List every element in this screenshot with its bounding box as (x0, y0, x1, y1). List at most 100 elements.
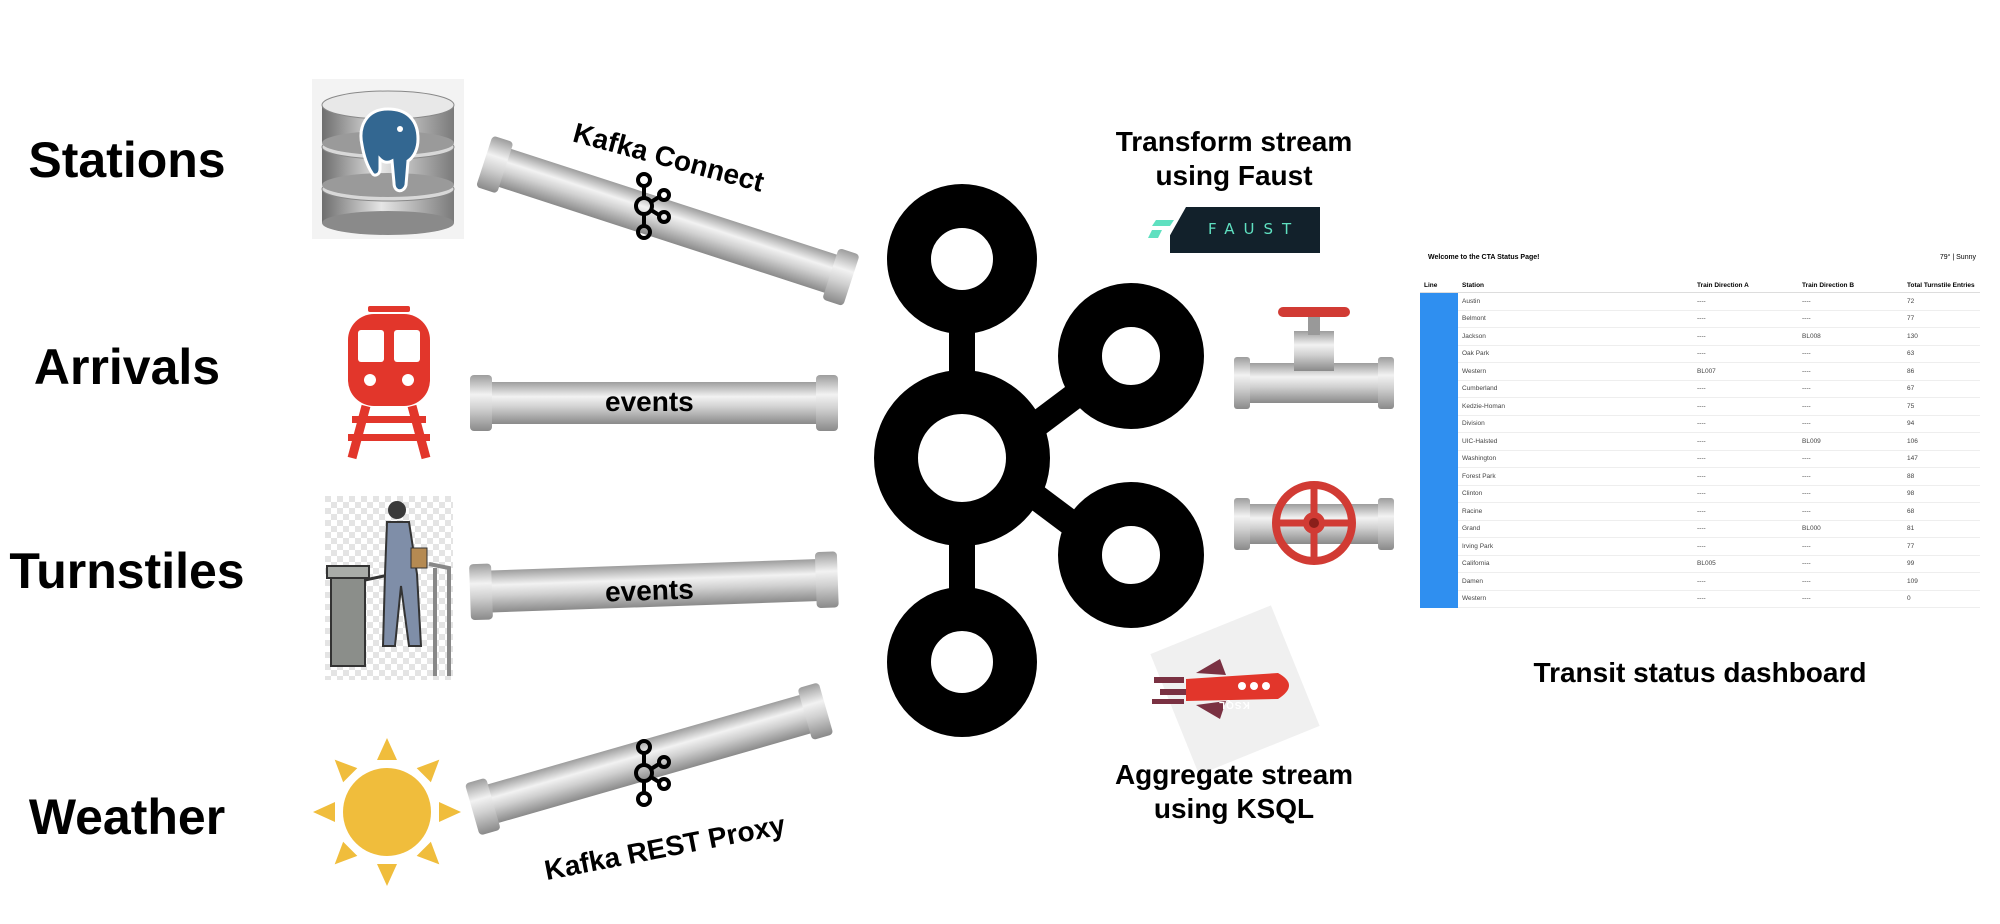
line-cell (1420, 555, 1458, 573)
turnstile-entries-cell: 0 (1903, 590, 1980, 608)
dashboard-table-header: Line Station Train Direction A Train Dir… (1420, 278, 1980, 293)
kafka-logo-icon (874, 184, 1204, 737)
direction-b-cell: ---- (1798, 397, 1903, 416)
direction-a-cell: ---- (1693, 450, 1798, 468)
line-cell (1420, 502, 1458, 521)
direction-a-cell: ---- (1693, 327, 1798, 346)
station-cell: Belmont (1458, 310, 1693, 328)
turnstile-entries-cell: 88 (1903, 467, 1980, 486)
station-cell: Grand (1458, 520, 1693, 538)
turnstile-entries-cell: 77 (1903, 537, 1980, 556)
line-cell (1420, 450, 1458, 468)
pipe-valve-icon (1234, 307, 1394, 409)
direction-b-cell: ---- (1798, 450, 1903, 468)
line-cell (1420, 590, 1458, 608)
column-header-line: Line (1420, 278, 1458, 293)
table-row: Damen--------109 (1420, 572, 1980, 591)
column-header-station: Station (1458, 278, 1693, 293)
direction-b-cell: ---- (1798, 572, 1903, 591)
table-row: Washington--------147 (1420, 450, 1980, 468)
faust-mark-icon (1146, 207, 1186, 253)
pipe-label-turnstiles-events: events (604, 573, 695, 608)
line-cell (1420, 485, 1458, 503)
direction-b-cell: ---- (1798, 415, 1903, 433)
line-cell (1420, 362, 1458, 381)
direction-a-cell: ---- (1693, 397, 1798, 416)
sun-icon (313, 738, 461, 886)
train-icon (347, 306, 431, 460)
column-header-turnstile-entries: Total Turnstile Entries (1903, 278, 1980, 293)
turnstile-entries-cell: 72 (1903, 292, 1980, 311)
direction-b-cell: ---- (1798, 555, 1903, 573)
direction-a-cell: ---- (1693, 537, 1798, 556)
station-cell: Austin (1458, 292, 1693, 311)
table-row: Division--------94 (1420, 415, 1980, 433)
faust-logo: FAUST (1146, 207, 1320, 253)
table-row: Oak Park--------63 (1420, 345, 1980, 363)
station-cell: Washington (1458, 450, 1693, 468)
line-cell (1420, 432, 1458, 451)
direction-a-cell: ---- (1693, 520, 1798, 538)
station-cell: Jackson (1458, 327, 1693, 346)
transit-status-dashboard: Welcome to the CTA Status Page! 79° | Su… (1420, 248, 1980, 618)
line-cell (1420, 520, 1458, 538)
table-row: Austin--------72 (1420, 292, 1980, 311)
turnstile-entries-cell: 106 (1903, 432, 1980, 451)
source-label-weather: Weather (28, 789, 226, 845)
dashboard-caption: Transit status dashboard (1533, 657, 1867, 688)
line-cell (1420, 327, 1458, 346)
faust-logo-text: FAUST (1208, 220, 1301, 238)
turnstile-entries-cell: 63 (1903, 345, 1980, 363)
line-cell (1420, 415, 1458, 433)
station-cell: Forest Park (1458, 467, 1693, 486)
kafka-small-icon-connect (634, 172, 671, 240)
direction-a-cell: ---- (1693, 467, 1798, 486)
source-label-arrivals: Arrivals (33, 339, 221, 395)
turnstile-entries-cell: 68 (1903, 502, 1980, 521)
direction-b-cell: ---- (1798, 345, 1903, 363)
table-row: Kedzie-Homan--------75 (1420, 397, 1980, 416)
ksql-caption-line1: Aggregate stream (1114, 759, 1354, 790)
direction-b-cell: BL000 (1798, 520, 1903, 538)
table-row: Cumberland--------67 (1420, 380, 1980, 398)
station-cell: Oak Park (1458, 345, 1693, 363)
table-row: Western--------0 (1420, 590, 1980, 608)
direction-b-cell: ---- (1798, 362, 1903, 381)
faust-caption-line1: Transform stream (1115, 126, 1353, 157)
turnstile-entries-cell: 77 (1903, 310, 1980, 328)
table-row: Clinton--------98 (1420, 485, 1980, 503)
column-header-direction-b: Train Direction B (1798, 278, 1903, 293)
turnstile-entries-cell: 130 (1903, 327, 1980, 346)
turnstile-entries-cell: 98 (1903, 485, 1980, 503)
turnstile-entries-cell: 86 (1903, 362, 1980, 381)
direction-a-cell: ---- (1693, 590, 1798, 608)
dashboard-table: Line Station Train Direction A Train Dir… (1420, 278, 1980, 608)
direction-b-cell: ---- (1798, 485, 1903, 503)
source-label-turnstiles: Turnstiles (9, 543, 245, 599)
table-row: Irving Park--------77 (1420, 537, 1980, 556)
station-cell: Kedzie-Homan (1458, 397, 1693, 416)
line-cell (1420, 380, 1458, 398)
direction-b-cell: BL009 (1798, 432, 1903, 451)
station-cell: Clinton (1458, 485, 1693, 503)
table-row: Forest Park--------88 (1420, 467, 1980, 486)
dashboard-header: Welcome to the CTA Status Page! (1428, 254, 1540, 261)
line-cell (1420, 292, 1458, 311)
ksql-caption: Aggregate stream using KSQL (1074, 758, 1394, 826)
direction-b-cell: BL008 (1798, 327, 1903, 346)
direction-a-cell: ---- (1693, 432, 1798, 451)
direction-b-cell: ---- (1798, 467, 1903, 486)
line-cell (1420, 310, 1458, 328)
faust-caption: Transform stream using Faust (1074, 125, 1394, 193)
direction-a-cell: ---- (1693, 292, 1798, 311)
line-cell (1420, 397, 1458, 416)
direction-a-cell: ---- (1693, 345, 1798, 363)
